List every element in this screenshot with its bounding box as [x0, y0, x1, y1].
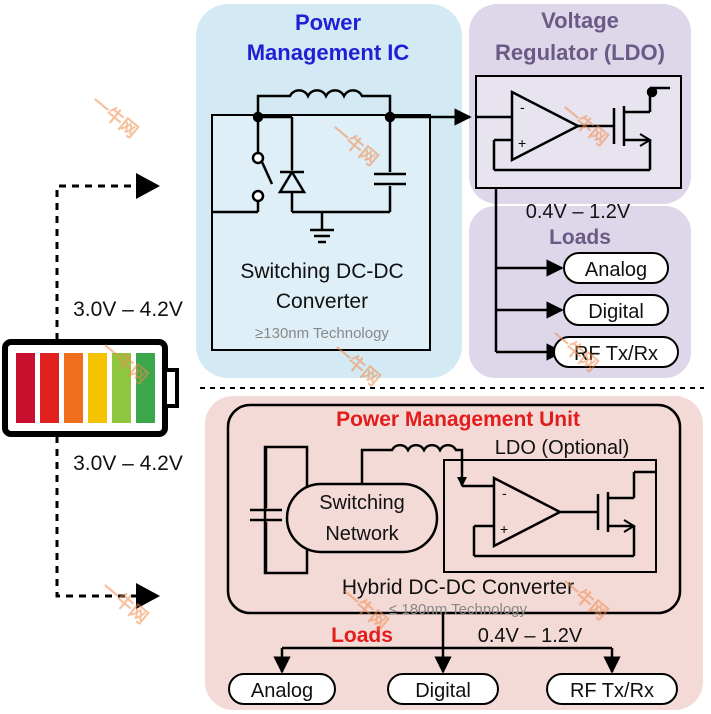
switching-network-line2: Network	[325, 523, 399, 545]
watermark: 一牛网	[87, 91, 142, 142]
bottom-output-voltage: 0.4V – 1.2V	[478, 625, 583, 647]
pmu-panel	[205, 396, 703, 710]
top-load-analog: Analog	[585, 259, 647, 281]
switching-network-line1: Switching	[319, 492, 405, 514]
top-loads-label: Loads	[549, 226, 611, 249]
hybrid-converter-circuit: - +	[250, 443, 657, 674]
pmu-title: Power Management Unit	[336, 408, 580, 431]
ldo-title-line2: Regulator (LDO)	[495, 40, 665, 65]
arrowhead-bottom	[136, 583, 160, 609]
bottom-load-rf: RF Tx/Rx	[570, 680, 654, 702]
converter-label-line1: Switching DC-DC	[240, 260, 403, 283]
pmic-panel	[196, 4, 462, 378]
bottom-opamp-symbol	[492, 475, 563, 549]
pmic-title-line1: Power	[295, 10, 361, 35]
bottom-load-analog: Analog	[251, 680, 313, 702]
loads-panel	[469, 206, 691, 378]
buck-converter-circuit	[211, 89, 472, 351]
opamp-symbol	[510, 89, 581, 163]
ldo-circuit: - +	[475, 75, 682, 361]
ldo-optional-label: LDO (Optional)	[495, 437, 630, 459]
battery-cell	[40, 353, 59, 423]
battery-voltage-bottom: 3.0V – 4.2V	[73, 452, 183, 475]
top-load-rf-pill	[553, 336, 679, 368]
converter-box	[211, 114, 431, 351]
bottom-load-digital-pill	[387, 673, 499, 705]
svg-text:-: -	[520, 99, 525, 115]
top-output-voltage: 0.4V – 1.2V	[526, 201, 631, 223]
bottom-inductor-symbol	[360, 443, 464, 484]
battery-cell	[136, 353, 155, 423]
bottom-loads-label: Loads	[331, 624, 393, 647]
converter-label-line2: Converter	[276, 290, 368, 313]
pmu-box	[226, 403, 682, 615]
svg-text:-: -	[502, 485, 507, 501]
pmic-technology: ≥130nm Technology	[255, 325, 389, 342]
bottom-load-digital: Digital	[415, 680, 471, 702]
inductor-symbol	[256, 89, 392, 115]
top-load-rf: RF Tx/Rx	[574, 343, 658, 365]
battery-icon	[2, 339, 179, 437]
arrowhead-top	[136, 173, 160, 199]
pmu-technology: ≤ 180nm Technology	[389, 601, 528, 618]
top-load-analog-pill	[563, 252, 669, 284]
svg-text:+: +	[518, 135, 526, 151]
top-load-digital: Digital	[588, 301, 644, 323]
battery-cell	[16, 353, 35, 423]
battery-cell	[64, 353, 83, 423]
battery-cell	[88, 353, 107, 423]
bottom-load-analog-pill	[228, 673, 336, 705]
ldo-title-line1: Voltage	[541, 8, 619, 33]
bottom-ldo-box	[443, 459, 657, 573]
battery-supply-arrows	[55, 184, 142, 598]
bottom-load-rf-pill	[546, 673, 678, 705]
battery-cell	[112, 353, 131, 423]
hybrid-converter-label: Hybrid DC-DC Converter	[342, 576, 574, 599]
pmic-title-line2: Management IC	[247, 40, 410, 65]
battery-voltage-top: 3.0V – 4.2V	[73, 298, 183, 321]
svg-text:+: +	[500, 521, 508, 537]
top-load-digital-pill	[563, 294, 669, 326]
